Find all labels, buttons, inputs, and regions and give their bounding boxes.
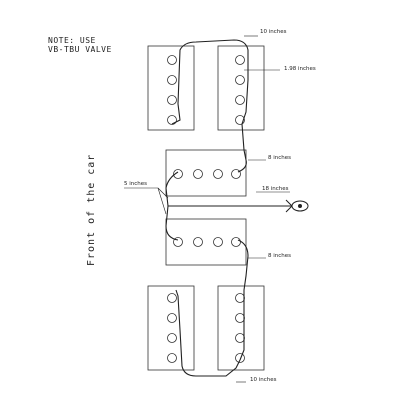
- cell-icon: [231, 237, 241, 247]
- cell-icon: [167, 95, 177, 105]
- left-pointers: [124, 187, 169, 215]
- cell-icon: [235, 95, 245, 105]
- cell-icon: [173, 237, 183, 247]
- battery-mid-upper: [165, 149, 247, 197]
- cell-icon: [213, 169, 223, 179]
- cell-icon: [235, 353, 245, 363]
- cell-icon: [167, 55, 177, 65]
- dim-label-cross: 1.98 inches: [284, 66, 316, 72]
- tube-left-lower: [165, 205, 179, 241]
- cell-icon: [167, 353, 177, 363]
- cell-icon: [193, 237, 203, 247]
- cell-icon: [235, 115, 245, 125]
- cell-icon: [235, 333, 245, 343]
- valve-icon: [285, 199, 309, 213]
- dim-label-valve: 18 inches: [262, 186, 289, 192]
- leader-lines: [236, 35, 290, 383]
- tube-right-upper: [237, 123, 247, 173]
- cell-icon: [167, 313, 177, 323]
- tube-top: [171, 39, 249, 125]
- cell-icon: [167, 115, 177, 125]
- note-line-2: VB-TBU VALVE: [48, 45, 112, 54]
- tube-right-lower: [237, 239, 249, 361]
- battery-bottom-right: [217, 285, 265, 371]
- battery-mid-lower: [165, 218, 247, 266]
- tube-left-upper: [165, 171, 179, 207]
- battery-bottom-left: [147, 285, 195, 371]
- cell-icon: [235, 293, 245, 303]
- cell-icon: [235, 313, 245, 323]
- dim-label-bottom: 10 inches: [250, 377, 277, 383]
- battery-top-left: [147, 45, 195, 131]
- note-line-1: NOTE: USE: [48, 36, 96, 45]
- cell-icon: [231, 169, 241, 179]
- dim-label-mid-lower: 8 inches: [268, 253, 291, 259]
- cell-icon: [235, 75, 245, 85]
- dim-label-left: 5 inches: [124, 181, 147, 187]
- cell-icon: [213, 237, 223, 247]
- cell-icon: [167, 333, 177, 343]
- battery-top-right: [217, 45, 265, 131]
- cell-group: [167, 55, 245, 363]
- cell-icon: [173, 169, 183, 179]
- dim-label-mid-upper: 8 inches: [268, 155, 291, 161]
- tubing: [165, 39, 292, 377]
- tube-bottom: [175, 289, 241, 377]
- dim-label-top: 10 inches: [260, 29, 287, 35]
- cell-icon: [235, 55, 245, 65]
- cell-icon: [167, 293, 177, 303]
- cell-icon: [167, 75, 177, 85]
- cell-icon: [193, 169, 203, 179]
